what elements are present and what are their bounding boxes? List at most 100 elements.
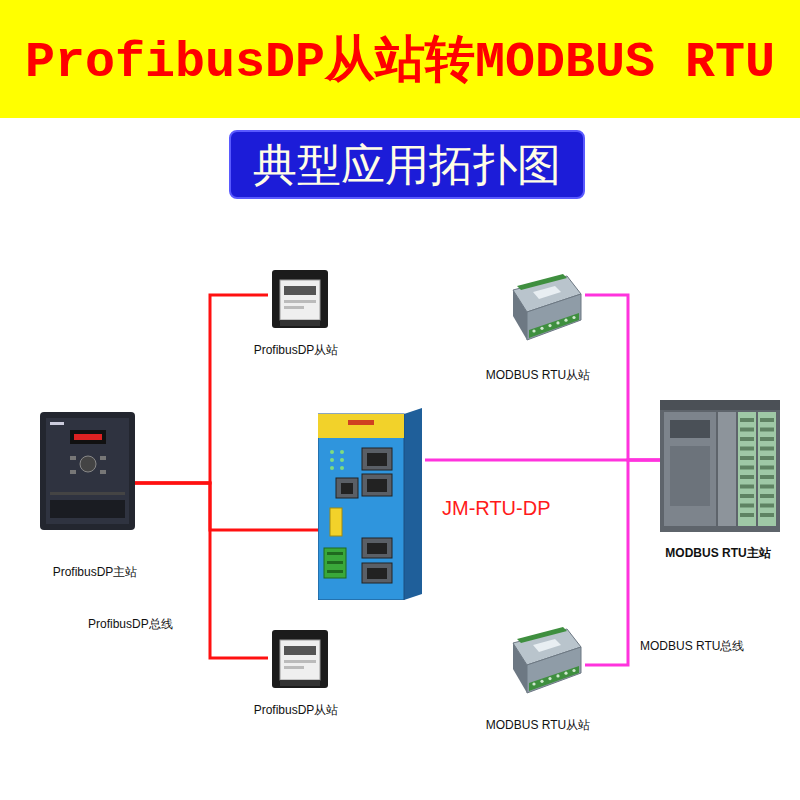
terminal-strip — [517, 274, 567, 290]
dip-switch — [330, 508, 342, 536]
plc-device: MODBUS RTU主站 — [660, 400, 780, 535]
module-plate — [533, 286, 561, 299]
inverter-button — [70, 470, 76, 474]
rtuslave-illustration — [505, 272, 585, 345]
inverter-body — [40, 412, 135, 530]
io-line — [740, 504, 754, 508]
io-line — [760, 447, 774, 451]
terminal-slot — [327, 561, 343, 564]
gateway-device: JM-RTU-DP — [318, 408, 425, 600]
inverter-display — [70, 430, 106, 444]
gateway-illustration — [318, 408, 425, 600]
plc-illustration — [660, 400, 780, 535]
network-port — [362, 563, 392, 583]
io-line — [740, 418, 754, 422]
io-card — [738, 412, 756, 526]
inverter-vent — [50, 492, 125, 495]
device-base — [280, 680, 320, 686]
device-label: MODBUS RTU主站 — [665, 545, 770, 562]
title-box: ProfibusDP从站转MODBUS RTU — [0, 0, 800, 118]
panel-line — [284, 306, 304, 309]
bus-connector — [585, 460, 660, 665]
inverter-knob — [80, 456, 96, 472]
terminal-strip — [529, 313, 579, 338]
io-line — [740, 437, 754, 441]
io-line — [740, 456, 754, 460]
io-line — [740, 475, 754, 479]
io-card — [718, 412, 736, 526]
status-led — [330, 450, 334, 454]
terminal-screw — [540, 327, 543, 330]
dpslave-device: ProfibusDP从站 — [268, 628, 332, 690]
io-line — [760, 428, 774, 432]
terminal-screw — [532, 682, 535, 685]
network-port — [362, 474, 392, 496]
device-base — [280, 320, 320, 326]
display-digits — [74, 434, 102, 440]
device-label: JM-RTU-DP — [442, 497, 551, 520]
panel-line — [284, 660, 316, 663]
terminal-screw — [572, 669, 575, 672]
terminal-screw — [564, 319, 567, 322]
module-front — [527, 294, 581, 340]
cpu-cover — [670, 446, 710, 506]
module-front — [527, 647, 581, 693]
plc-rack — [660, 408, 780, 532]
page-title: ProfibusDP从站转MODBUS RTU — [25, 26, 775, 93]
module-side — [513, 290, 527, 340]
device-panel — [280, 280, 320, 320]
status-led — [340, 458, 344, 462]
io-line — [760, 466, 774, 470]
inverter-button — [100, 456, 106, 460]
module-side — [513, 643, 527, 693]
terminal-screw — [548, 677, 551, 680]
io-line — [740, 428, 754, 432]
port-socket — [367, 568, 387, 579]
dpslave-device: ProfibusDP从站 — [268, 268, 332, 330]
status-led — [330, 458, 334, 462]
inverter-front — [46, 418, 129, 524]
dpslave-illustration — [268, 268, 332, 330]
device-body — [272, 630, 328, 688]
subtitle-text: 典型应用拓扑图 — [253, 137, 561, 192]
terminal-slot — [327, 552, 343, 555]
io-line — [740, 466, 754, 470]
device-display — [284, 646, 316, 655]
inverter-button — [70, 456, 76, 460]
io-line — [760, 456, 774, 460]
terminal-screw — [548, 324, 551, 327]
device-body — [272, 270, 328, 328]
bus-connector — [425, 459, 660, 462]
terminal-screw — [540, 680, 543, 683]
network-port — [362, 448, 392, 470]
subtitle-box: 典型应用拓扑图 — [229, 130, 585, 199]
gateway-logo — [348, 420, 374, 425]
io-line — [760, 504, 774, 508]
status-led — [330, 466, 334, 470]
device-label: ProfibusDP主站 — [53, 564, 138, 581]
terminal-block — [324, 548, 346, 578]
io-line — [760, 485, 774, 489]
terminal-screw — [572, 316, 575, 319]
port-socket — [367, 479, 387, 492]
io-line — [760, 475, 774, 479]
rtuslave-illustration — [505, 625, 585, 698]
terminal-screw — [556, 674, 559, 677]
port-socket — [367, 543, 387, 554]
rtuslave-device: MODBUS RTU从站 — [505, 625, 585, 698]
panel-line — [284, 300, 316, 303]
bus-connector — [135, 483, 268, 658]
bus-label: MODBUS RTU总线 — [640, 638, 744, 655]
terminal-strip — [529, 666, 579, 691]
terminal-screw — [532, 329, 535, 332]
gateway-body — [318, 414, 404, 600]
bus-label: ProfibusDP总线 — [88, 616, 173, 633]
inverter-cover — [50, 500, 125, 518]
port-socket — [341, 483, 353, 494]
inverter-button — [100, 470, 106, 474]
terminal-screw — [564, 672, 567, 675]
gateway-top — [318, 414, 404, 438]
device-label: MODBUS RTU从站 — [486, 367, 590, 384]
terminal-slot — [327, 570, 343, 573]
device-label: ProfibusDP从站 — [254, 342, 339, 359]
